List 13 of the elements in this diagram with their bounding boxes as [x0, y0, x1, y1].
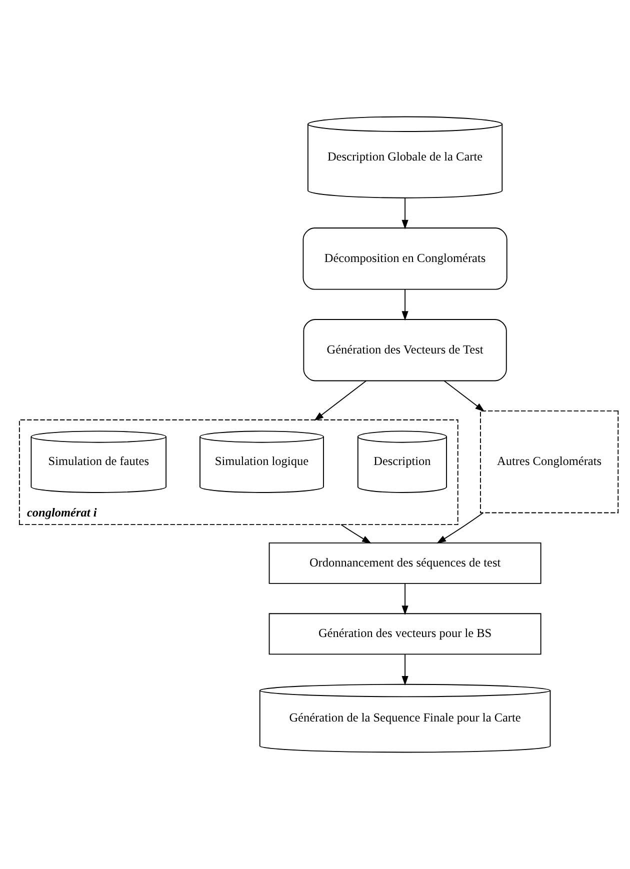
- node-box: Génération des Vecteurs de Test: [303, 319, 507, 382]
- arrow: [314, 380, 367, 421]
- node-box: Ordonnancement des séquences de test: [268, 542, 542, 584]
- arrow: [402, 654, 408, 686]
- node-box: Génération des vecteurs pour le BS: [268, 613, 542, 655]
- arrow: [340, 524, 372, 544]
- arrow: [402, 288, 408, 321]
- arrow: [444, 380, 485, 412]
- arrow: [436, 512, 484, 544]
- arrow: [402, 198, 408, 230]
- arrow: [402, 583, 408, 616]
- node-box: Autres Conglomérats: [480, 410, 619, 514]
- node-box: Décomposition en Conglomérats: [302, 228, 508, 290]
